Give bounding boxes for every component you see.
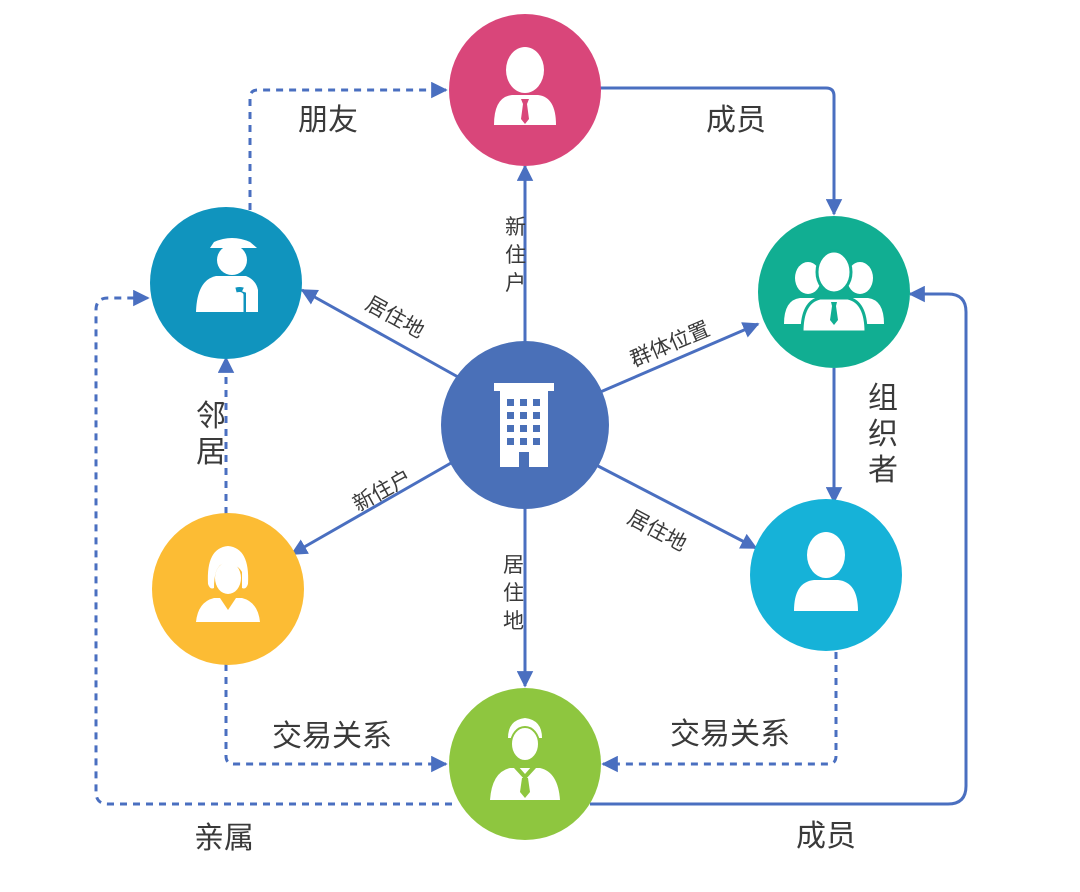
- elderly-person-cane-icon: [196, 238, 258, 312]
- label-new-resident-vertical-char: 户: [505, 271, 526, 295]
- label-residence-vertical-char: 居: [503, 553, 524, 577]
- businessman-icon: [490, 718, 560, 800]
- edge-building-to-woman: [290, 457, 459, 556]
- edge-building-to-group: [597, 322, 760, 395]
- label-neighbor-char: 居: [196, 435, 226, 470]
- label-new-resident-vertical-char: 住: [505, 243, 526, 267]
- edge-building-to-elder: [300, 288, 459, 379]
- edge-building-to-person: [597, 464, 758, 550]
- node-building: [441, 341, 609, 509]
- label-trade-right: 交易关系: [670, 717, 790, 752]
- label-residence-vertical: 居住地: [503, 553, 524, 633]
- person-icon: [794, 532, 858, 611]
- node-woman: [152, 513, 304, 665]
- label-member-bottom: 成员: [796, 819, 856, 854]
- label-trade-left: 交易关系: [272, 719, 392, 754]
- node-businessman-circle: [449, 688, 601, 840]
- edge-businessman-to-elder: [94, 289, 452, 806]
- label-organizer: 组织者: [868, 381, 898, 488]
- label-organizer-char: 织: [868, 417, 898, 452]
- label-friend: 朋友: [298, 103, 358, 138]
- label-new-resident-vertical-char: 新: [505, 215, 526, 239]
- person-tie-icon: [494, 47, 556, 125]
- label-neighbor: 邻居: [196, 399, 226, 470]
- group-people-icon: [784, 249, 884, 334]
- label-new-resident-left: 新住户: [349, 465, 416, 517]
- label-neighbor-char: 邻: [196, 399, 226, 434]
- label-organizer-char: 者: [868, 453, 898, 488]
- label-member-top: 成员: [706, 103, 766, 138]
- label-residence-right: 居住地: [624, 505, 691, 556]
- label-organizer-char: 组: [868, 381, 898, 416]
- node-friend: [449, 14, 601, 166]
- node-group: [758, 216, 910, 368]
- building-icon: [494, 383, 554, 467]
- edges: [94, 81, 968, 806]
- edge-friend-to-group: [600, 86, 843, 216]
- woman-icon: [196, 546, 260, 622]
- edge-elder-to-friend: [248, 81, 448, 210]
- edge-person-to-businessman: [601, 652, 838, 773]
- label-new-resident-vertical: 新住户: [505, 215, 526, 295]
- label-residence-left: 居住地: [362, 291, 429, 343]
- label-residence-vertical-char: 地: [503, 609, 524, 633]
- edge-woman-to-businessman: [224, 664, 448, 773]
- label-residence-vertical-char: 住: [503, 581, 524, 605]
- node-person: [750, 499, 902, 651]
- label-relatives: 亲属: [194, 821, 254, 856]
- node-businessman: [449, 688, 601, 840]
- node-elder: [150, 207, 302, 359]
- edge-businessman-to-group: [590, 285, 968, 806]
